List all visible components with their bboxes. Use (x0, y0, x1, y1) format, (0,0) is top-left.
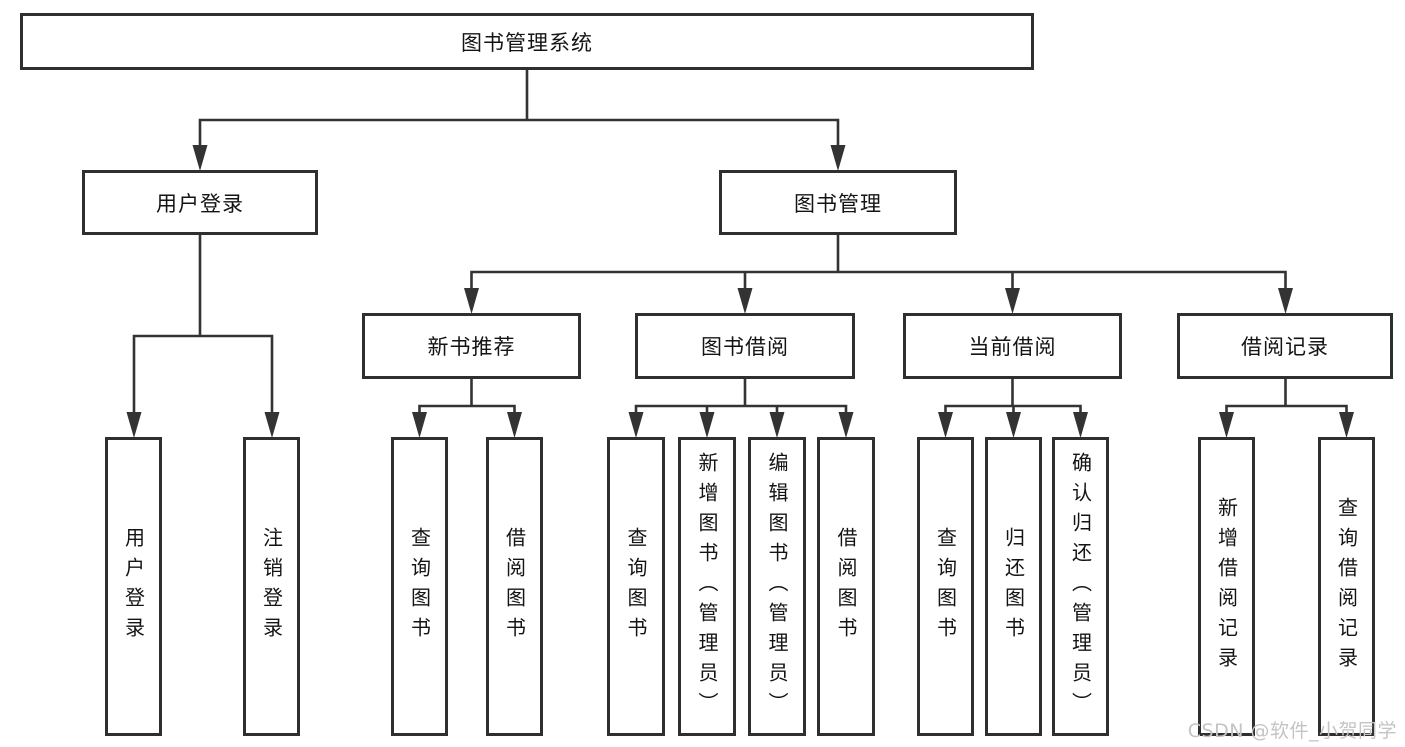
node-current-borrow: 当前借阅 (903, 313, 1122, 379)
node-user-login: 用户登录 (82, 170, 318, 235)
node-leaf-user-login: 用户登录 (105, 437, 162, 736)
arrowhead (412, 412, 427, 438)
node-leaf-nbr-borrow-books-label: 借阅图书 (502, 526, 527, 647)
node-leaf-cb-return-books-label: 归还图书 (1001, 526, 1026, 647)
node-user-login-label: 用户登录 (156, 191, 244, 216)
node-leaf-user-login-label: 用户登录 (121, 526, 146, 647)
node-leaf-cb-confirm-return-admin: 确认归还（管理员） (1052, 437, 1109, 736)
node-leaf-cb-query-books: 查询图书 (917, 437, 974, 736)
arrowhead (507, 412, 522, 438)
node-leaf-nbr-query-books: 查询图书 (391, 437, 448, 736)
arrowhead (1339, 412, 1354, 438)
node-leaf-cb-return-books: 归还图书 (985, 437, 1042, 736)
node-new-book-recommend: 新书推荐 (362, 313, 581, 379)
connectors-book-borrow-children (628, 377, 854, 438)
arrowhead (1219, 412, 1234, 438)
node-leaf-bb-borrow-books: 借阅图书 (817, 437, 875, 736)
arrowhead (938, 412, 953, 438)
arrowhead (699, 412, 715, 438)
node-leaf-logout: 注销登录 (243, 437, 300, 736)
node-leaf-bb-add-books-admin: 新增图书（管理员） (678, 437, 736, 736)
arrowhead (126, 412, 142, 438)
arrowhead (769, 412, 785, 438)
node-new-book-recommend-label: 新书推荐 (427, 335, 516, 359)
node-root-system-label: 图书管理系统 (461, 30, 593, 55)
node-leaf-bb-add-books-admin-label: 新增图书（管理员） (695, 451, 719, 722)
connectors-book-management-children (464, 233, 1293, 314)
arrowhead (838, 412, 854, 438)
node-leaf-nbr-query-books-label: 查询图书 (407, 526, 432, 647)
node-leaf-br-query-record: 查询借阅记录 (1318, 437, 1375, 736)
node-leaf-br-add-record: 新增借阅记录 (1198, 437, 1255, 736)
node-leaf-bb-edit-books-admin: 编辑图书（管理员） (748, 437, 806, 736)
node-leaf-bb-query-books-label: 查询图书 (624, 526, 648, 647)
arrowhead (1006, 412, 1021, 438)
node-leaf-bb-edit-books-admin-label: 编辑图书（管理员） (765, 451, 789, 722)
arrowhead (628, 412, 644, 438)
arrowhead (830, 145, 846, 171)
node-leaf-br-add-record-label: 新增借阅记录 (1214, 496, 1239, 677)
node-leaf-cb-query-books-label: 查询图书 (933, 526, 958, 647)
arrowhead (1073, 412, 1088, 438)
node-book-borrow: 图书借阅 (635, 313, 855, 379)
node-book-borrow-label: 图书借阅 (701, 335, 789, 359)
arrowhead (264, 412, 280, 438)
node-book-management: 图书管理 (719, 170, 957, 235)
node-leaf-nbr-borrow-books: 借阅图书 (486, 437, 543, 736)
node-leaf-bb-query-books: 查询图书 (607, 437, 665, 736)
arrowhead (192, 145, 208, 171)
arrowhead (737, 288, 753, 314)
node-current-borrow-label: 当前借阅 (968, 335, 1057, 359)
node-borrow-records: 借阅记录 (1177, 313, 1393, 379)
arrowhead (1278, 288, 1293, 314)
connectors-borrow-records-children (1219, 377, 1354, 438)
arrowhead (464, 288, 479, 314)
connectors-root-to-level2 (192, 68, 846, 171)
node-leaf-logout-label: 注销登录 (259, 526, 284, 647)
arrowhead (1005, 288, 1020, 314)
connectors-user-login-children (126, 233, 280, 438)
node-root-system: 图书管理系统 (20, 13, 1034, 70)
node-borrow-records-label: 借阅记录 (1241, 335, 1329, 359)
node-leaf-bb-borrow-books-label: 借阅图书 (834, 526, 858, 647)
node-book-management-label: 图书管理 (794, 191, 882, 216)
connectors-new-book-recommend-children (412, 377, 522, 438)
node-leaf-cb-confirm-return-admin-label: 确认归还（管理员） (1068, 451, 1093, 722)
node-leaf-br-query-record-label: 查询借阅记录 (1334, 496, 1359, 677)
watermark: CSDN @软件_小贺同学 (1187, 720, 1397, 742)
connectors-current-borrow-children (938, 377, 1088, 438)
